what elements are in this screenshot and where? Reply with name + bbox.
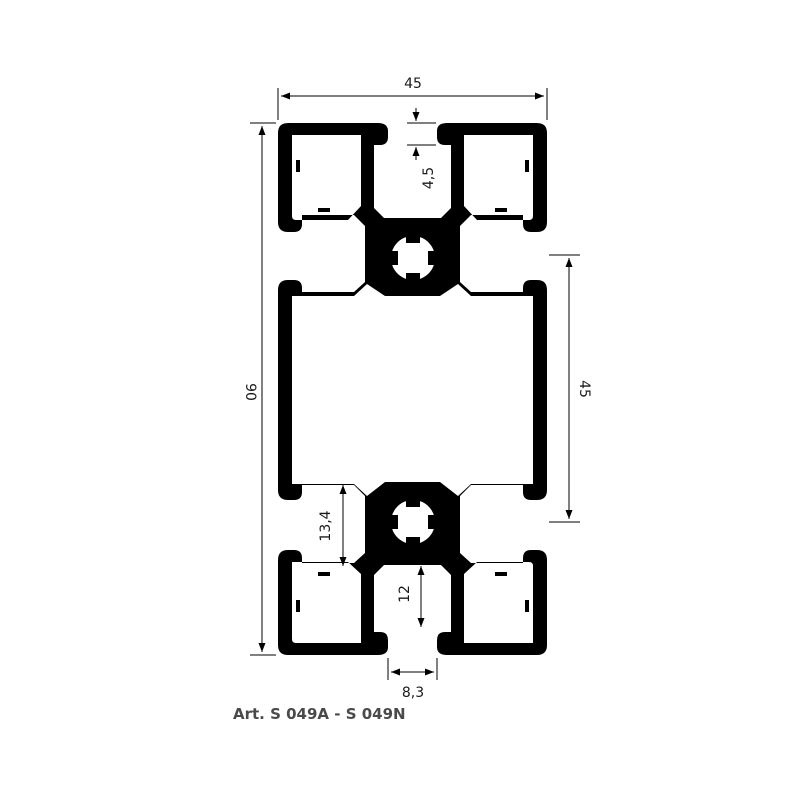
profile-cavities: [297, 140, 528, 638]
center-bore-bottom: [379, 488, 447, 556]
dimension-lines: [250, 88, 580, 680]
dim-right-height: 45: [576, 380, 592, 398]
aluminium-profile: [278, 123, 547, 655]
profile-lips: [296, 160, 529, 612]
dim-slot-depth: 4,5: [421, 167, 437, 189]
center-bore-top: [379, 224, 447, 292]
article-caption: Art. S 049A - S 049N: [233, 705, 406, 723]
dim-slot-opening: 8,3: [402, 685, 424, 701]
dim-total-height: 90: [242, 383, 258, 401]
dim-top-width: 45: [404, 76, 422, 92]
dim-slot-width: 12: [397, 585, 413, 603]
dim-core-gap: 13,4: [318, 510, 334, 541]
